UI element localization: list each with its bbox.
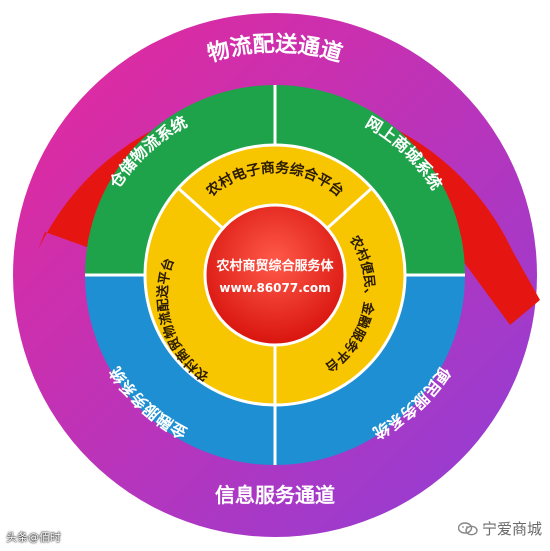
center-url: www.86077.com bbox=[219, 281, 330, 295]
outer-label-info: 信息服务通道 bbox=[215, 483, 335, 507]
center-circle bbox=[203, 203, 347, 347]
watermark-right: 宁爱商城 bbox=[457, 518, 542, 539]
center-title: 农村商贸综合服务体 bbox=[215, 258, 334, 274]
watermark-left: 头条@佰时 bbox=[6, 531, 61, 544]
wechat-icon bbox=[457, 522, 478, 536]
watermark-right-text: 宁爱商城 bbox=[481, 520, 542, 538]
